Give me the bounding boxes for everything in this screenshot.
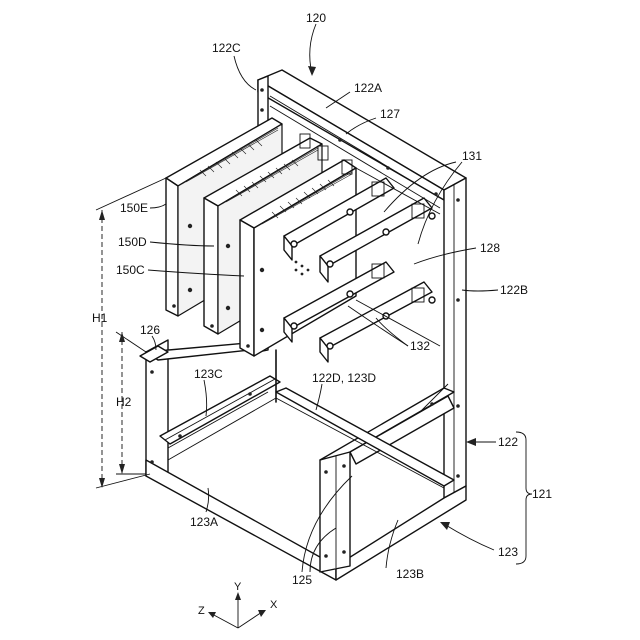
- axis-label-z: Z: [198, 605, 205, 617]
- label-h2: H2: [116, 395, 132, 409]
- label-132: 132: [410, 339, 430, 353]
- label-127: 127: [380, 107, 400, 121]
- axis-label-x: X: [270, 599, 278, 611]
- label-150e: 150E: [120, 201, 148, 215]
- label-123c: 123C: [194, 367, 223, 381]
- label-126: 126: [140, 323, 160, 337]
- label-150d: 150D: [118, 235, 147, 249]
- label-123b: 123B: [396, 567, 424, 581]
- label-121: 121: [532, 487, 552, 501]
- label-128: 128: [480, 241, 500, 255]
- breaker-units: [166, 118, 356, 356]
- label-122a: 122A: [354, 81, 382, 95]
- axis-label-y: Y: [234, 581, 242, 593]
- label-123: 123: [498, 545, 518, 559]
- label-122c: 122C: [212, 41, 241, 55]
- label-150c: 150C: [116, 263, 145, 277]
- label-123a: 123A: [190, 515, 218, 529]
- label-122b: 122B: [500, 283, 528, 297]
- label-122: 122: [498, 435, 518, 449]
- label-h1: H1: [92, 311, 108, 325]
- label-125: 125: [292, 573, 312, 587]
- coordinate-axes: [208, 592, 266, 628]
- label-122d-123d: 122D, 123D: [312, 371, 376, 385]
- label-131: 131: [462, 149, 482, 163]
- label-120: 120: [306, 11, 326, 25]
